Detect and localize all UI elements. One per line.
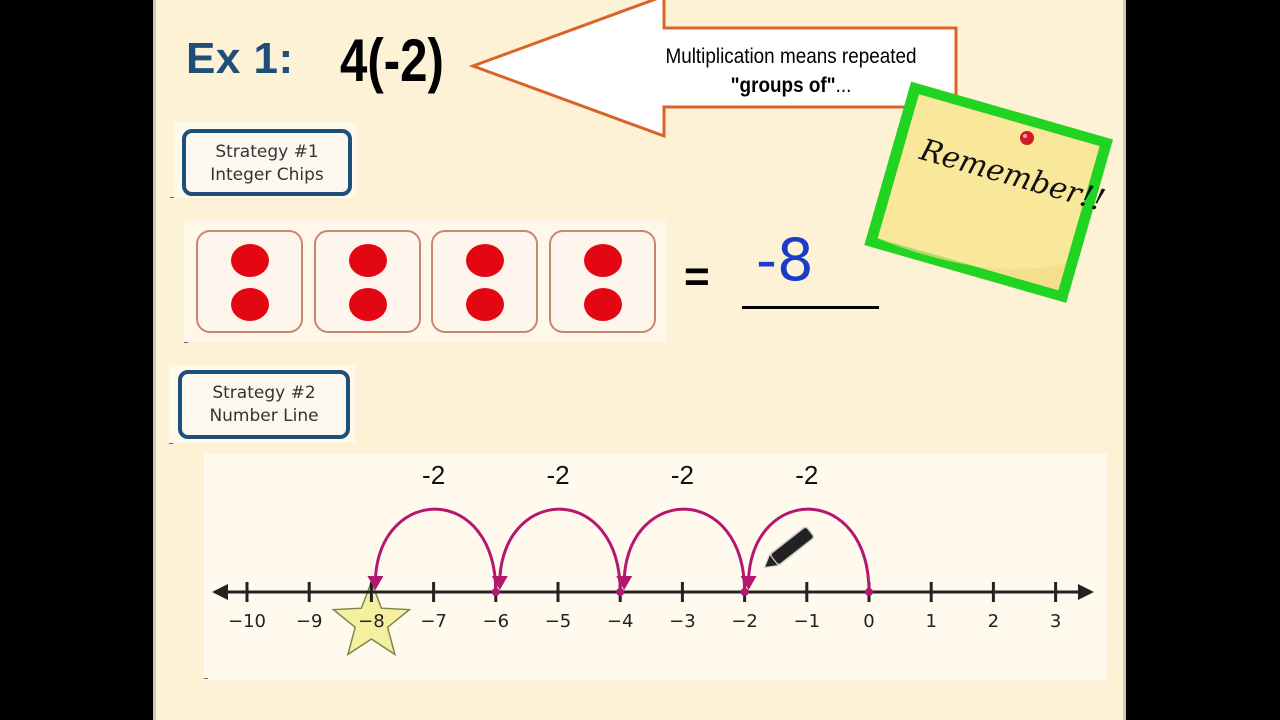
negative-chip (231, 244, 269, 277)
left-arrowhead (212, 584, 228, 600)
strategy2-line1: Strategy #2 (212, 383, 316, 403)
example-label: Ex 1: (186, 34, 294, 83)
negative-chip (348, 244, 387, 277)
negative-chip (583, 244, 622, 277)
jump-arc (373, 507, 498, 593)
star-highlight (331, 579, 412, 657)
negative-chip (583, 288, 622, 321)
jump-arc (622, 507, 747, 593)
jump-arc (747, 507, 871, 593)
left-arrow-callout (468, 0, 958, 139)
strategy1-box: Strategy #1 Integer Chips (182, 129, 352, 196)
jump-arc (498, 507, 622, 593)
slide: Ex 1: 4(-2) Multiplication means repeate… (153, 0, 1126, 720)
tick-label: −5 (545, 611, 572, 632)
chip-group (313, 230, 421, 333)
callout-bold: "groups of" (730, 74, 836, 97)
jump-start-dot (616, 588, 625, 596)
negative-chip (231, 288, 269, 321)
jump-label: -2 (795, 460, 818, 490)
callout-text: Multiplication means repeated "groups of… (643, 42, 940, 100)
tick-label: 0 (863, 611, 874, 632)
strategy1-line2: Integer Chips (210, 165, 324, 185)
jump-label: -2 (671, 460, 694, 490)
tick-label: −2 (731, 611, 758, 632)
negative-chip (348, 288, 387, 321)
tick-label: 2 (988, 611, 999, 632)
tick-label: −4 (607, 611, 634, 632)
jump-start-dot (740, 588, 749, 596)
callout-tail: ... (835, 74, 852, 97)
chip-group (431, 230, 538, 333)
negative-chip (466, 244, 504, 277)
jump-start-dot (865, 588, 873, 596)
chip-group (548, 230, 656, 333)
tick-label: 3 (1050, 611, 1061, 632)
sticky-note: Remember!! (864, 81, 1114, 303)
tick-label: −6 (483, 611, 510, 632)
example-expression: 4(-2) (340, 27, 444, 94)
answer-text: -8 (756, 226, 814, 292)
tick-label: −10 (228, 611, 266, 632)
tick-label: −1 (794, 611, 821, 632)
tick-label: −3 (669, 611, 696, 632)
tick-label: −9 (296, 611, 323, 632)
tick-label: −7 (420, 611, 447, 632)
jump-start-dot (491, 588, 500, 596)
pushpin-icon (1020, 131, 1034, 145)
answer-blank-line (742, 306, 879, 309)
right-arrowhead (1078, 584, 1094, 600)
jump-label: -2 (546, 460, 569, 490)
chip-group (196, 230, 303, 333)
strategy1-line1: Strategy #1 (215, 142, 319, 162)
callout-line2: "groups of"... (643, 71, 940, 100)
tick-label: 1 (925, 611, 936, 632)
negative-chip (466, 288, 504, 321)
jump-label: -2 (422, 460, 445, 490)
pen-cursor-icon (763, 526, 815, 568)
tick-label: −8 (358, 611, 385, 632)
callout-line1: Multiplication means repeated (665, 45, 917, 68)
equals-sign: = (684, 252, 710, 301)
strategy2-box: Strategy #2 Number Line (178, 370, 350, 439)
strategy2-line2: Number Line (209, 406, 319, 426)
jump-arrowhead (367, 576, 384, 590)
handwritten-answer: -8 (756, 226, 814, 292)
